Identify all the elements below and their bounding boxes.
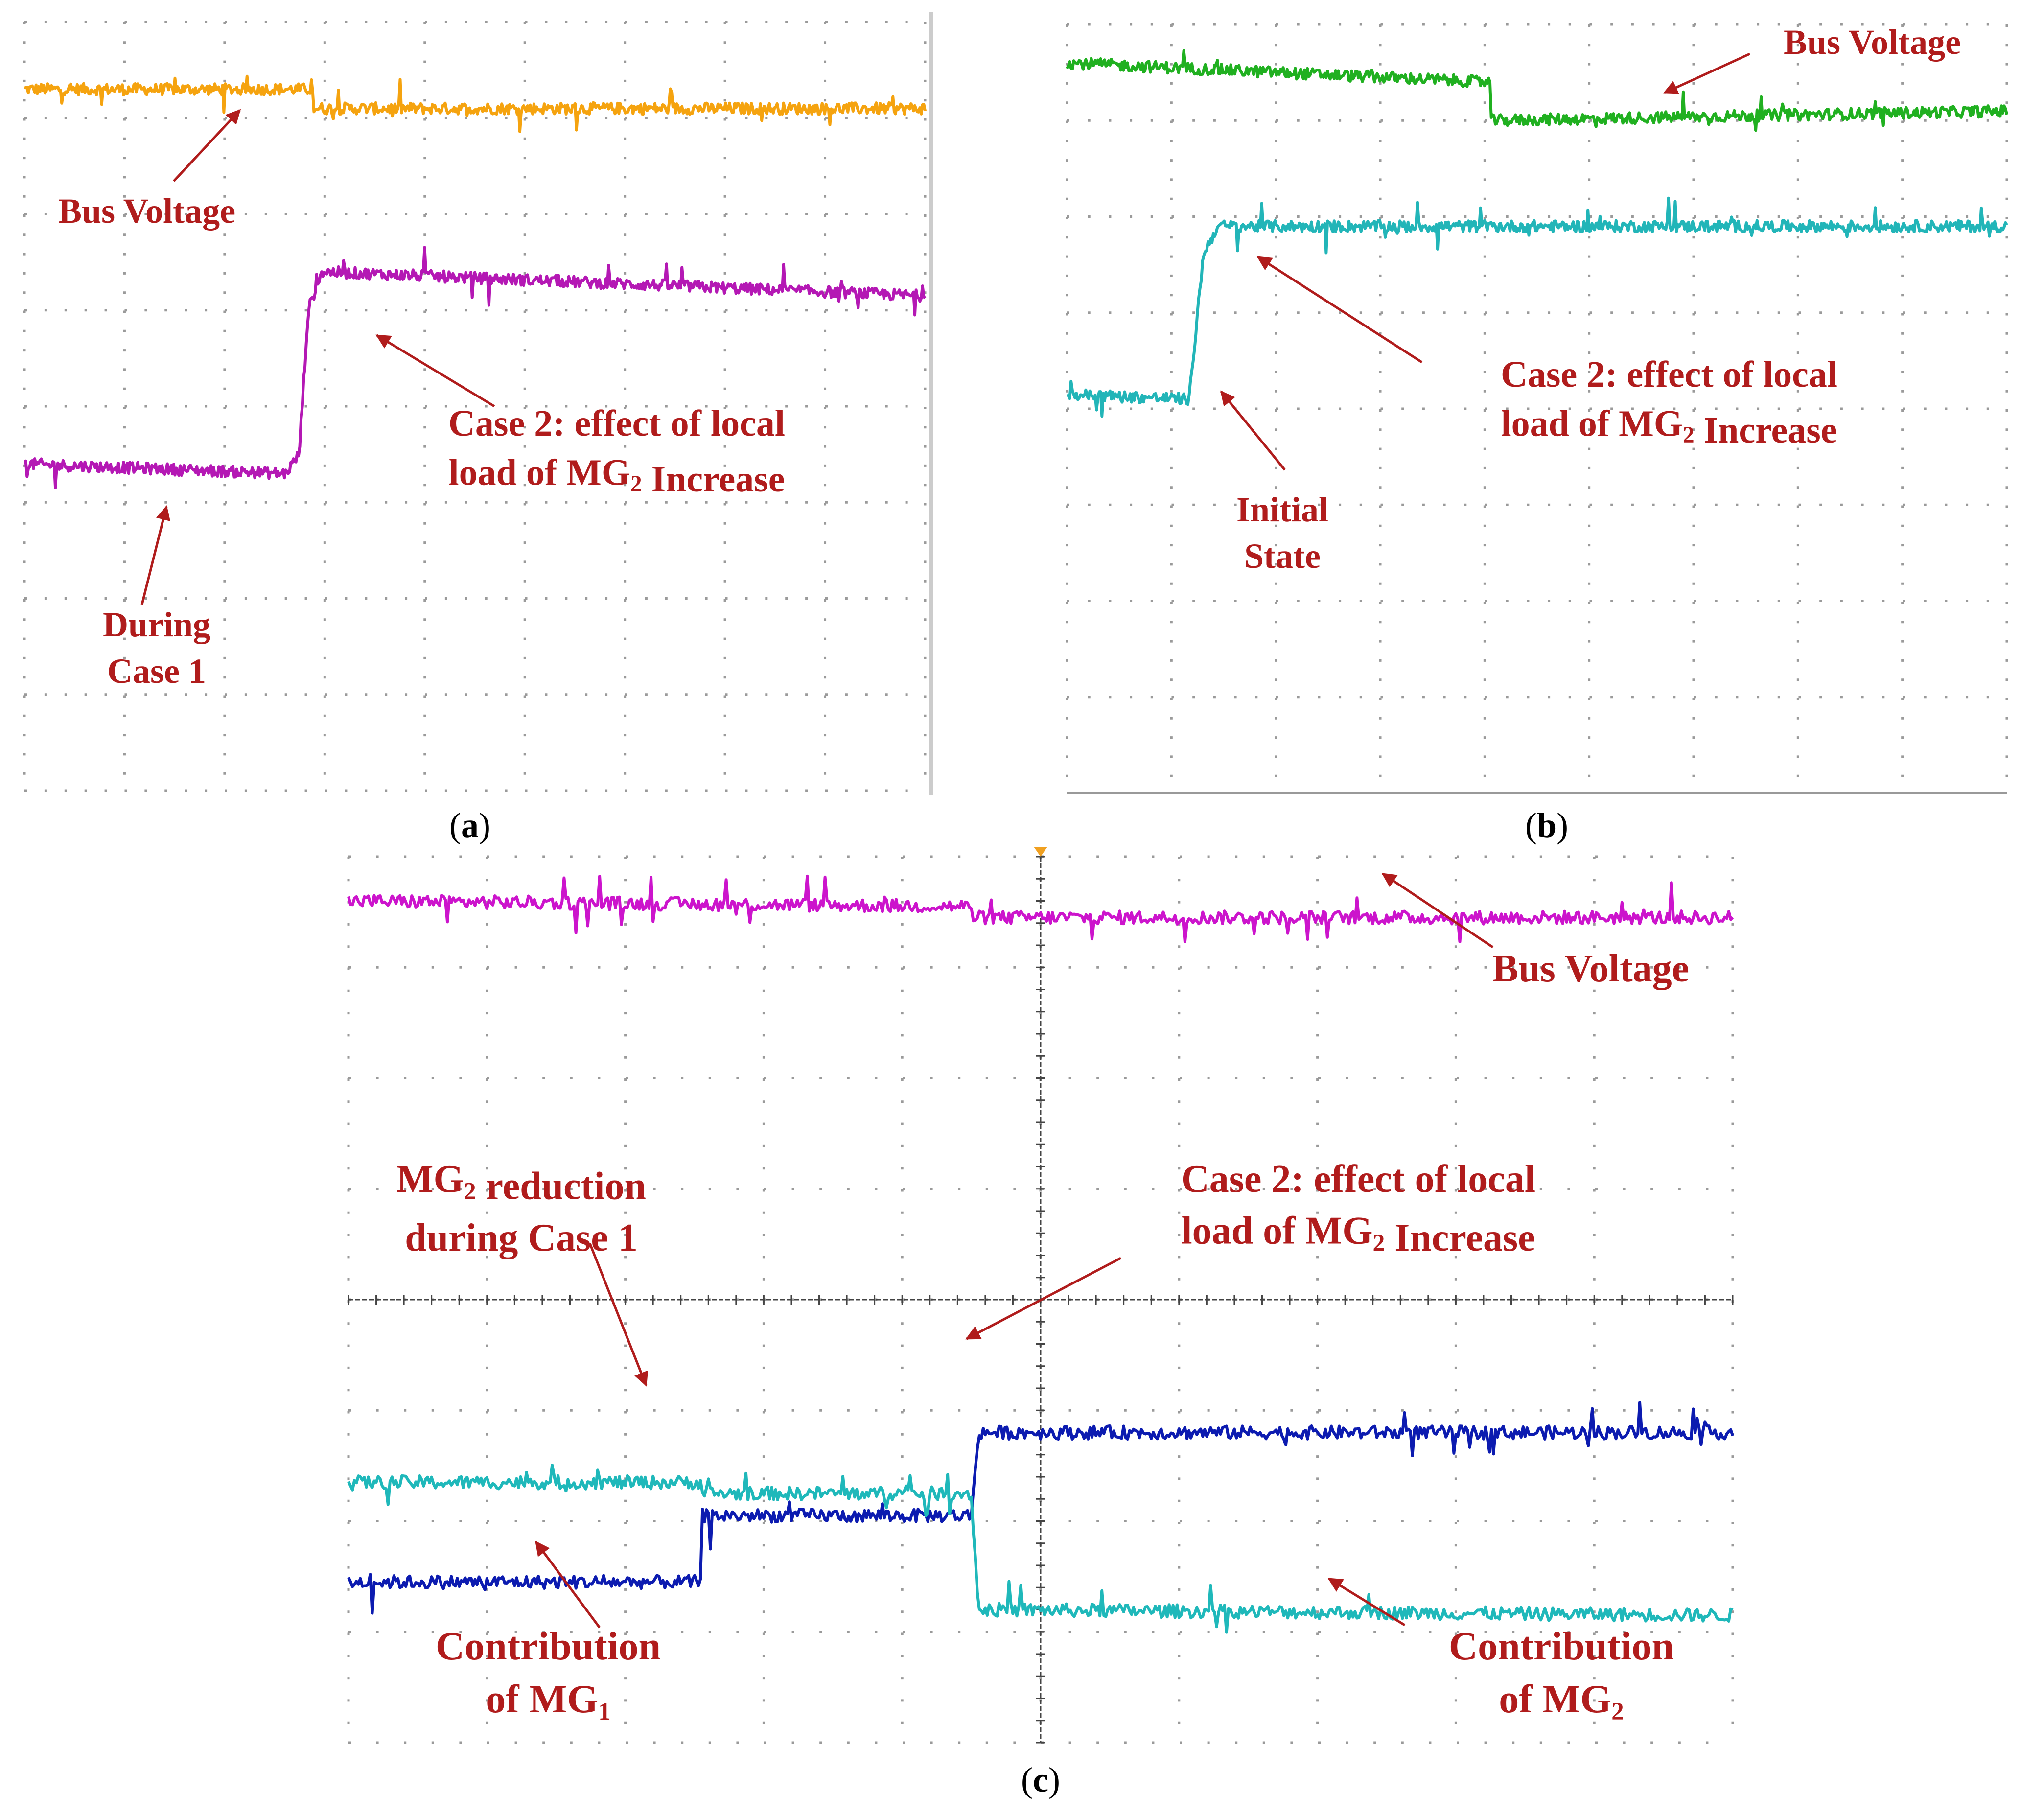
- annotation-arrow-c-contribution-mg2: [1327, 1577, 1406, 1627]
- series-layer: [24, 49, 2008, 1634]
- annotation-arrow-b-bus-voltage: [1663, 52, 1751, 94]
- panel-caption-a: (a): [449, 806, 490, 845]
- annotation-arrow-c-bus-voltage: [1381, 872, 1494, 949]
- panel-caption-c: (c): [1021, 1760, 1060, 1799]
- annotation-arrow-a-during-case1: [140, 505, 171, 605]
- arrow-layer: [140, 52, 1751, 1629]
- annotation-a-bus-voltage: Bus Voltage: [58, 191, 235, 231]
- annotation-arrow-b-initial-state: [1220, 390, 1286, 471]
- grid-panel-b: [1066, 23, 2008, 794]
- series-line-c-2: [347, 1464, 1734, 1634]
- annotation-arrow-c-contribution-mg1: [534, 1540, 601, 1629]
- series-line-c-0: [347, 874, 1734, 944]
- trigger-marker: [1034, 847, 1047, 857]
- annotation-arrow-c-case2: [965, 1257, 1122, 1340]
- annotation-c-bus-voltage: Bus Voltage: [1492, 947, 1689, 990]
- annotation-arrow-a-case2: [375, 334, 495, 408]
- series-line-b-1: [1067, 196, 2008, 418]
- series-line-a-0: [24, 74, 927, 133]
- annotation-arrow-c-mg2-reduction: [588, 1243, 648, 1387]
- panel-caption-b: (b): [1525, 806, 1568, 845]
- series-line-b-0: [1066, 49, 2008, 132]
- annotation-b-bus-voltage: Bus Voltage: [1784, 23, 1961, 62]
- grid-panel-a: [23, 12, 933, 795]
- annotation-arrow-a-bus-voltage: [173, 109, 241, 182]
- series-line-c-1: [347, 1401, 1734, 1615]
- series-line-a-1: [24, 246, 927, 489]
- annotation-arrow-b-case2: [1256, 256, 1423, 364]
